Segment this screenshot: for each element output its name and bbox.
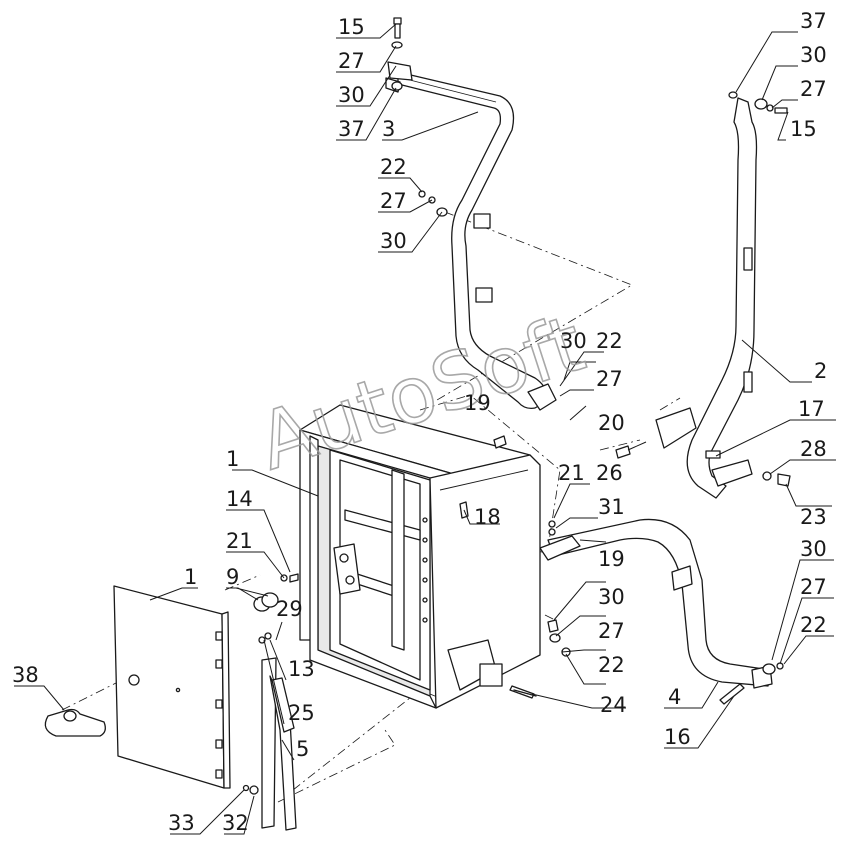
callout-26: 26 (596, 461, 623, 485)
callout-2: 2 (814, 359, 827, 383)
callout-27: 27 (338, 49, 365, 73)
callout-30: 30 (598, 585, 625, 609)
callout-37: 37 (800, 9, 827, 33)
callout-38: 38 (12, 663, 39, 687)
frame-box-part-1 (299, 404, 631, 709)
callout-5: 5 (296, 737, 309, 761)
handrail-part-2 (655, 91, 791, 499)
callout-33: 33 (168, 811, 195, 835)
callout-15: 15 (338, 15, 365, 39)
callout-19: 19 (598, 547, 625, 571)
callout-25: 25 (288, 701, 315, 725)
callout-29: 29 (276, 597, 303, 621)
callout-23: 23 (800, 505, 827, 529)
callout-24: 24 (600, 693, 627, 717)
handrail-part-4 (539, 518, 784, 705)
hardware-part-3 (391, 17, 448, 217)
callout-30: 30 (800, 537, 827, 561)
door-panel-part-1 (113, 585, 231, 789)
callout-30: 30 (338, 83, 365, 107)
callout-18: 18 (474, 505, 501, 529)
callout-3: 3 (382, 117, 395, 141)
callout-20: 20 (598, 411, 625, 435)
callout-37: 37 (338, 117, 365, 141)
callout-22: 22 (596, 329, 623, 353)
callout-13: 13 (288, 657, 315, 681)
callout-22: 22 (598, 653, 625, 677)
callout-16: 16 (664, 725, 691, 749)
callout-19: 19 (464, 391, 491, 415)
callout-31: 31 (598, 495, 625, 519)
callout-9: 9 (226, 565, 239, 589)
callout-21: 21 (558, 461, 585, 485)
grommets-part-9 (253, 573, 299, 644)
callout-1: 1 (184, 565, 197, 589)
callout-28: 28 (800, 437, 827, 461)
leader-lines (14, 23, 836, 835)
callout-30: 30 (800, 43, 827, 67)
callout-labels: 15 27 30 37 3 22 27 30 37 30 27 15 2 30 … (12, 9, 827, 835)
handrail-part-3 (385, 61, 557, 411)
strut-part-5 (242, 657, 297, 831)
callout-21: 21 (226, 529, 253, 553)
callout-32: 32 (222, 811, 249, 835)
callout-22: 22 (800, 613, 827, 637)
callout-27: 27 (596, 367, 623, 391)
callout-17: 17 (798, 397, 825, 421)
callout-14: 14 (226, 487, 253, 511)
misc-bolts (513, 619, 571, 697)
callout-27: 27 (800, 77, 827, 101)
door-handle-part-38 (44, 708, 106, 737)
callout-30: 30 (560, 329, 587, 353)
callout-22: 22 (380, 155, 407, 179)
callout-4: 4 (668, 685, 681, 709)
callout-27: 27 (800, 575, 827, 599)
callout-27: 27 (380, 189, 407, 213)
callout-15: 15 (790, 117, 817, 141)
callout-27: 27 (598, 619, 625, 643)
callout-30: 30 (380, 229, 407, 253)
callout-1: 1 (226, 447, 239, 471)
